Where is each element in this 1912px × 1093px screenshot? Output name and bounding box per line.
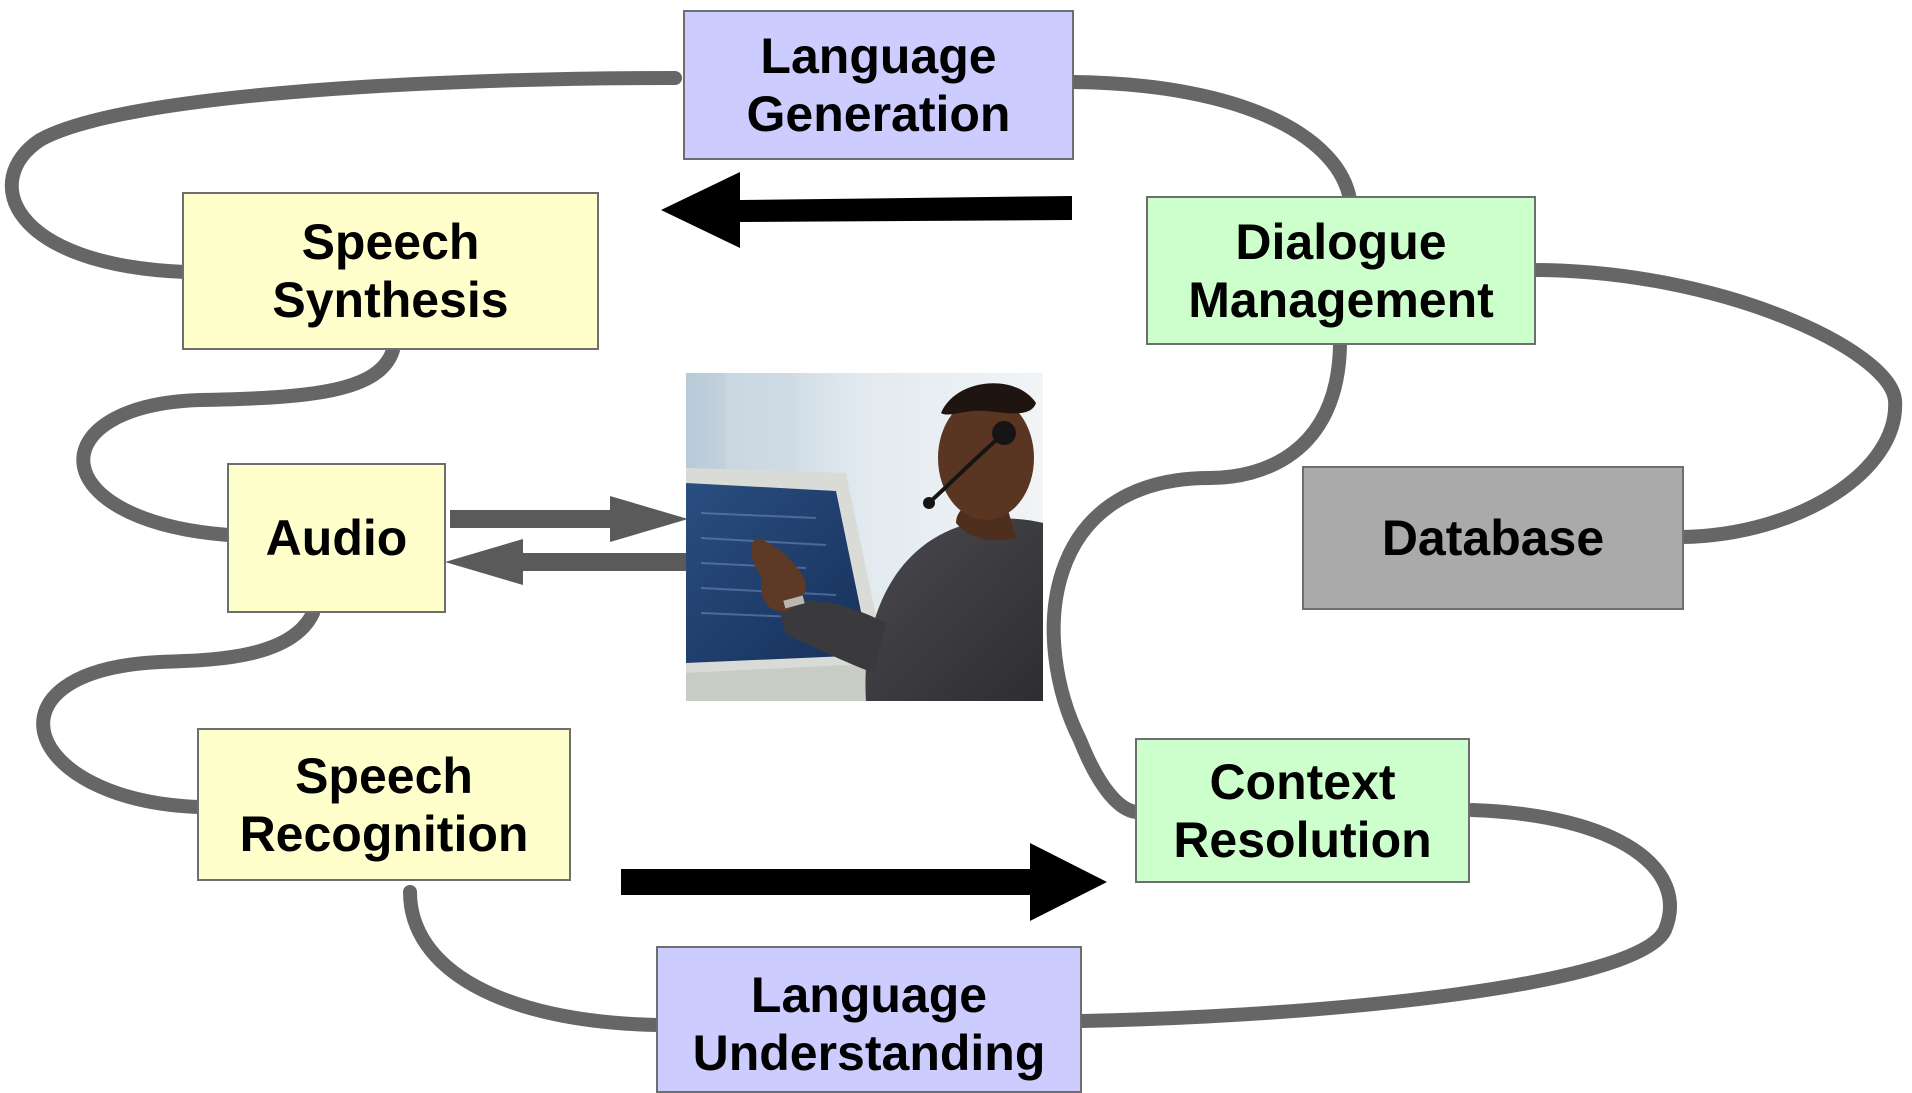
- speech-synthesis-line2: Synthesis: [272, 272, 509, 328]
- arrow-understanding-flow: [621, 843, 1107, 921]
- database-label: Database: [1381, 510, 1605, 566]
- arrow-audio-to-user: [450, 496, 688, 542]
- speech-recognition-box: Speech Recognition: [197, 728, 571, 881]
- connector-synthesis-audio: [76, 343, 400, 542]
- connector-generation-dialogue: [1066, 75, 1357, 207]
- dialogue-management-line1: Dialogue: [1235, 213, 1447, 270]
- language-generation-line1: Language: [760, 28, 997, 84]
- connector-audio-recognition: [36, 606, 320, 814]
- connector-generation-synthesis: [4, 71, 682, 279]
- dialogue-management-box: Dialogue Management: [1146, 196, 1536, 345]
- audio-label: Audio: [265, 510, 408, 566]
- speech-synthesis-line1: Speech: [301, 214, 480, 270]
- language-generation-line2: Generation: [746, 86, 1011, 142]
- connector-dialogue-context: [1046, 338, 1347, 819]
- connector-understanding-context: [1075, 803, 1677, 1028]
- speech-recognition-line2: Recognition: [239, 805, 529, 862]
- connector-dialogue-database: [1526, 263, 1903, 544]
- database-box: Database: [1302, 466, 1684, 610]
- arrow-generation-flow: [661, 172, 1072, 248]
- dialogue-management-line2: Management: [1188, 271, 1494, 328]
- context-resolution-line2: Resolution: [1173, 811, 1432, 868]
- language-understanding-line2: Understanding: [692, 1025, 1046, 1081]
- context-resolution-box: Context Resolution: [1135, 738, 1470, 883]
- arrow-user-to-audio: [445, 539, 686, 585]
- connector-recognition-understanding: [403, 885, 665, 1032]
- language-understanding-line1: Language: [750, 967, 988, 1023]
- audio-box: Audio: [227, 463, 446, 613]
- context-resolution-line1: Context: [1209, 753, 1396, 810]
- speech-recognition-line1: Speech: [295, 747, 473, 804]
- user-photo: [686, 373, 1043, 701]
- language-generation-box: Language Generation: [683, 10, 1074, 160]
- speech-synthesis-box: Speech Synthesis: [182, 192, 599, 350]
- language-understanding-box: Language Understanding: [656, 946, 1082, 1093]
